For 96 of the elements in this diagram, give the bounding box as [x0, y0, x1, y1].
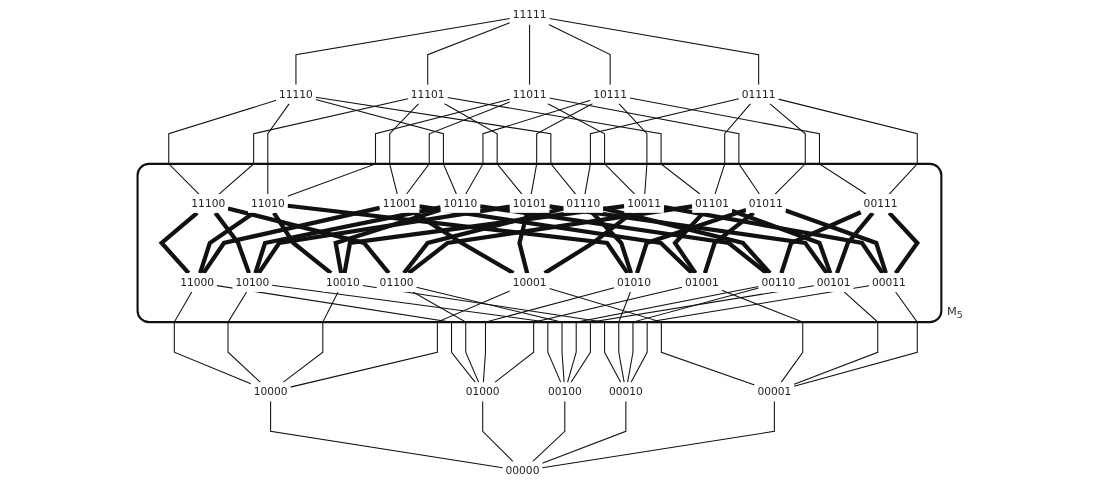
connector [702, 211, 755, 274]
node-text: 11111 [512, 8, 547, 22]
connector [213, 211, 251, 274]
connector [663, 204, 885, 275]
node-text: 01000 [465, 385, 500, 399]
connector [362, 285, 622, 383]
connector [784, 208, 888, 274]
connector [546, 103, 636, 195]
connector [412, 291, 480, 383]
connector [541, 400, 627, 464]
node-text: 11110 [279, 87, 313, 101]
connector [270, 400, 504, 469]
connector [443, 103, 523, 195]
connector [779, 210, 862, 274]
connector [415, 286, 565, 383]
connector [618, 103, 648, 195]
connector [530, 103, 594, 195]
connector [517, 212, 530, 274]
connector [333, 207, 442, 274]
connector [406, 101, 511, 195]
connector [541, 400, 775, 469]
connector [548, 97, 760, 195]
connector [216, 285, 476, 383]
node-text: 10000 [253, 385, 288, 399]
connector [342, 204, 625, 274]
node-text: 11000 [180, 275, 215, 289]
connector [295, 17, 511, 86]
connector [793, 291, 879, 385]
connector [198, 211, 256, 274]
node-text: 01011 [748, 196, 783, 210]
connector [630, 285, 870, 383]
connector [494, 286, 683, 383]
connector [590, 211, 633, 274]
node-text: 11101 [410, 87, 445, 101]
connector [389, 103, 420, 195]
connector [479, 204, 768, 275]
connector [602, 206, 772, 275]
connector [549, 204, 829, 275]
connector [282, 291, 339, 383]
connector [777, 98, 918, 195]
connector [173, 291, 252, 385]
node-text: 11011 [512, 87, 547, 101]
connector [227, 291, 261, 383]
connector [315, 96, 577, 195]
connector [548, 17, 760, 86]
connector [721, 289, 804, 383]
node-text: 00100 [547, 385, 582, 399]
node-text: 00111 [863, 196, 898, 210]
connector [769, 103, 806, 195]
connector [168, 99, 277, 195]
node-text: 01001 [684, 275, 719, 289]
connector [253, 205, 442, 274]
connector [287, 203, 630, 275]
connector [267, 103, 290, 195]
node-text: 00000 [505, 464, 540, 478]
connector [714, 103, 752, 195]
connector [634, 208, 747, 274]
connector [543, 211, 634, 275]
connector [627, 287, 760, 383]
connector [529, 23, 531, 86]
connector [548, 23, 611, 86]
connector [567, 285, 760, 383]
connector [482, 400, 514, 463]
connector [482, 287, 615, 383]
connector [272, 211, 333, 275]
node-text: 01111 [741, 87, 776, 101]
connector [548, 287, 756, 386]
node-text: 00011 [871, 275, 906, 289]
connector [402, 206, 565, 275]
cluster [136, 162, 943, 324]
node-text: 10111 [593, 87, 628, 101]
connector [218, 98, 409, 195]
connector [584, 98, 740, 195]
connector [315, 98, 457, 195]
connector [731, 208, 833, 274]
connector [835, 211, 875, 274]
connector [287, 98, 511, 197]
connector [793, 291, 918, 387]
connector [427, 22, 511, 86]
connector [465, 99, 591, 195]
node-text: 00010 [608, 385, 643, 399]
connector [629, 97, 867, 195]
node-text: 01010 [617, 275, 651, 289]
connector [256, 204, 511, 275]
node-text: 00001 [757, 385, 792, 399]
connector [618, 291, 631, 383]
connector [227, 206, 391, 275]
connector [532, 400, 566, 463]
connector [201, 205, 381, 275]
connector [289, 290, 511, 388]
connector [446, 97, 701, 195]
node-label: M$_{5}$ [947, 304, 963, 320]
connector [570, 285, 815, 383]
connector [271, 284, 562, 383]
connector [413, 211, 515, 275]
node-text: 10010 [325, 275, 360, 289]
